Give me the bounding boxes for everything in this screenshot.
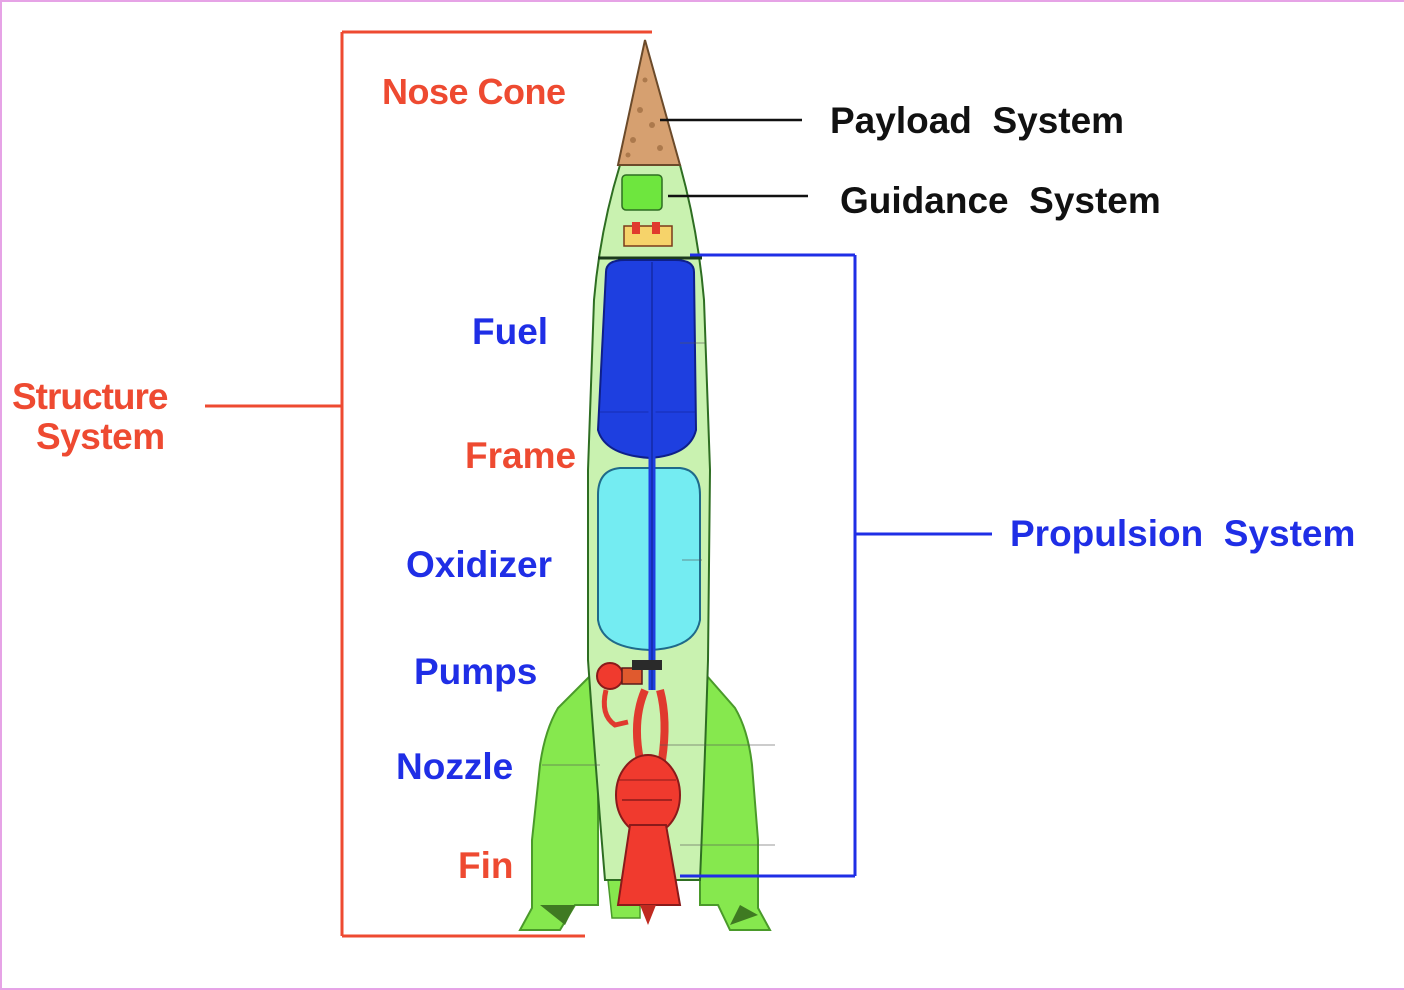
fuel-label: Fuel — [472, 311, 549, 352]
oxidizer-label: Oxidizer — [406, 544, 552, 585]
left-fin — [518, 665, 599, 931]
nozzle-label: Nozzle — [396, 746, 514, 787]
nozzle-bell — [616, 824, 682, 906]
fin-label: Fin — [458, 845, 514, 886]
structure-bracket — [205, 30, 652, 938]
fuel-tank — [596, 259, 698, 460]
guidance-unit — [621, 174, 663, 211]
pumps — [596, 660, 662, 728]
fins — [518, 665, 772, 931]
payload-system-label: Payload System — [830, 100, 1125, 141]
nose-cone-label: Nose Cone — [382, 71, 566, 112]
pumps-label: Pumps — [414, 651, 538, 692]
equipment-bay — [623, 222, 673, 247]
engine — [615, 688, 682, 925]
propulsion-system-label: Propulsion System — [1010, 513, 1356, 554]
guidance-system-label: Guidance System — [840, 180, 1161, 221]
right-fin — [699, 665, 772, 931]
leader-lines — [542, 342, 775, 846]
frame-label: Frame — [465, 435, 577, 476]
nose-cone — [616, 39, 682, 166]
combustion-chamber — [615, 754, 681, 836]
structure-system-label-line2: System — [36, 416, 165, 457]
structure-system-label-line1: Structure — [12, 376, 168, 417]
propulsion-bracket — [680, 253, 992, 878]
